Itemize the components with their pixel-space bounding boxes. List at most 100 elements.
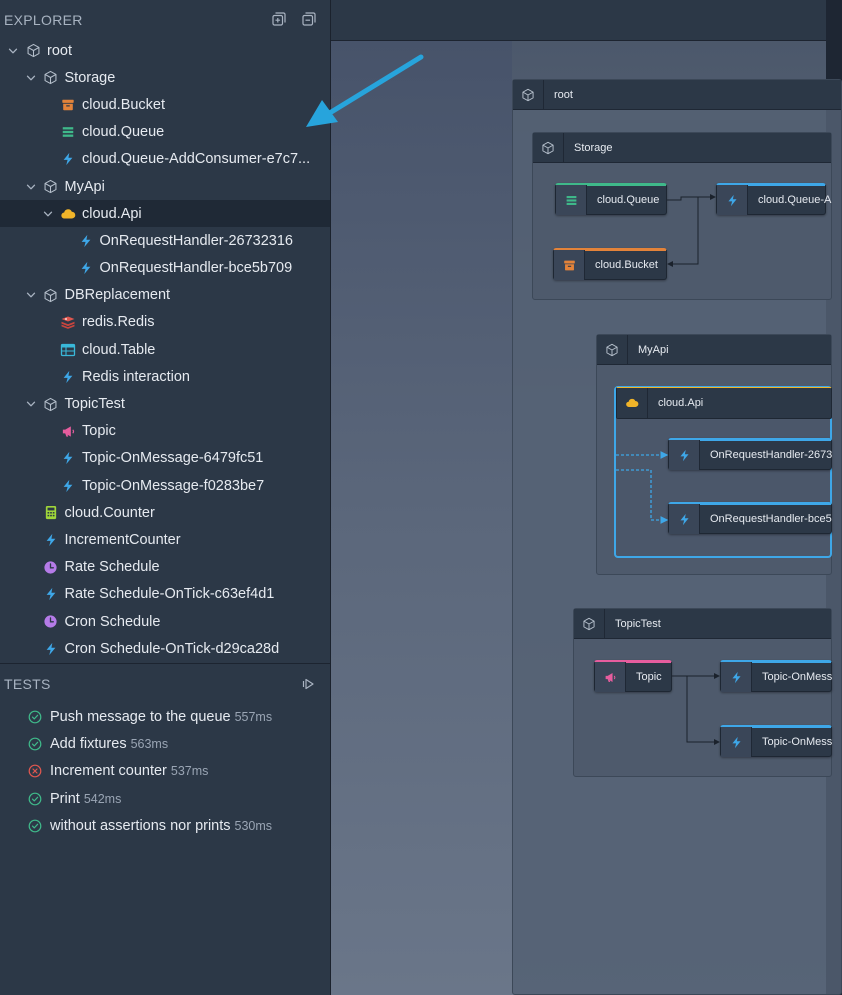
tree-item[interactable]: TopicTest: [0, 390, 330, 417]
handler-node-2[interactable]: OnRequestHandler-bce5: [668, 502, 832, 534]
cube-icon: [513, 79, 544, 110]
root-group-label: root: [554, 88, 573, 101]
test-duration: 530ms: [234, 818, 273, 833]
run-all-tests-icon[interactable]: [302, 677, 316, 691]
api-icon: [60, 206, 76, 222]
tree-item-label: cloud.Queue: [82, 124, 165, 141]
function-icon: [43, 641, 59, 657]
collapse-all-icon[interactable]: [302, 12, 316, 26]
chevron-down-icon[interactable]: [23, 70, 39, 86]
cube-icon: [43, 396, 59, 412]
tree-item[interactable]: cloud.Api: [0, 200, 330, 228]
storage-group-header[interactable]: Storage: [533, 132, 831, 163]
tests-header: TESTS: [0, 664, 330, 704]
tree-item-label: root: [47, 42, 72, 59]
topic-message-node-1-label: Topic-OnMess: [762, 671, 833, 683]
tree-item[interactable]: DBReplacement: [0, 282, 330, 309]
tree-item[interactable]: Cron Schedule-OnTick-d29ca28d: [0, 635, 330, 662]
consumer-node[interactable]: cloud.Queue-A: [716, 183, 831, 215]
topic-node-label: Topic: [636, 671, 662, 683]
handler-node-1[interactable]: OnRequestHandler-2673: [668, 438, 832, 470]
chevron-down-icon[interactable]: [23, 287, 39, 303]
tree-item-label: IncrementCounter: [64, 531, 181, 548]
storage-group-label: Storage: [574, 141, 613, 154]
tree-item-label: Topic-OnMessage-6479fc51: [82, 450, 264, 467]
tree-item[interactable]: MyApi: [0, 173, 330, 200]
schedule-icon: [43, 614, 59, 630]
tree-item-label: cloud.Counter: [64, 504, 155, 521]
consumer-node-label: cloud.Queue-A: [758, 194, 832, 206]
tree-item[interactable]: OnRequestHandler-bce5b709: [0, 255, 330, 282]
tree-item[interactable]: Redis interaction: [0, 363, 330, 390]
bucket-node-label: cloud.Bucket: [595, 259, 658, 271]
tree-item[interactable]: OnRequestHandler-26732316: [0, 227, 330, 254]
test-name: without assertions nor prints: [50, 817, 231, 834]
tree-item[interactable]: cloud.Queue-AddConsumer-e7c7...: [0, 146, 330, 173]
tree-item[interactable]: Topic: [0, 418, 330, 445]
tree-item-label: redis.Redis: [82, 314, 155, 331]
tree-item-label: TopicTest: [64, 396, 125, 413]
tree-item[interactable]: Storage: [0, 64, 330, 91]
tree-item[interactable]: Topic-OnMessage-f0283be7: [0, 472, 330, 499]
tree-item[interactable]: IncrementCounter: [0, 526, 330, 553]
tree-item-label: Storage: [64, 69, 116, 86]
topictest-group-label: TopicTest: [615, 617, 661, 630]
myapi-group-header[interactable]: MyApi: [597, 334, 831, 365]
test-name: Increment counter: [50, 763, 167, 780]
topic-message-node-2-label: Topic-OnMess: [762, 736, 833, 748]
tree-item-label: Topic-OnMessage-f0283be7: [82, 477, 265, 494]
tree-item[interactable]: cloud.Bucket: [0, 91, 330, 118]
topic-node[interactable]: Topic: [594, 660, 672, 692]
function-icon: [669, 504, 700, 534]
topictest-group-header[interactable]: TopicTest: [574, 608, 831, 639]
connection-wires: [616, 194, 720, 745]
check-circle-icon: [28, 737, 42, 751]
tree-item[interactable]: cloud.Table: [0, 336, 330, 363]
bucket-icon: [554, 250, 585, 280]
topic-message-node-2[interactable]: Topic-OnMess: [720, 725, 832, 757]
map-canvas[interactable]: root Storage cloud.Queue cloud.Queue-A c…: [331, 0, 842, 995]
tree-item-label: Redis interaction: [82, 368, 190, 385]
expand-all-icon[interactable]: [272, 12, 286, 26]
function-icon: [721, 727, 752, 757]
api-node-label: cloud.Api: [658, 397, 704, 409]
topic-message-node-1[interactable]: Topic-OnMess: [720, 660, 832, 692]
x-circle-icon: [28, 764, 42, 778]
tests-title: TESTS: [4, 676, 51, 692]
schedule-icon: [43, 559, 59, 575]
test-duration: 537ms: [170, 764, 209, 779]
root-group-header[interactable]: root: [513, 79, 841, 110]
tree-item[interactable]: redis.Redis: [0, 309, 330, 336]
tree-item[interactable]: Topic-OnMessage-6479fc51: [0, 445, 330, 472]
queue-node[interactable]: cloud.Queue: [555, 183, 667, 215]
chevron-down-icon[interactable]: [40, 206, 56, 222]
cube-icon: [43, 179, 59, 195]
function-icon: [60, 151, 76, 167]
tree-item[interactable]: cloud.Queue: [0, 119, 330, 146]
handler-node-2-label: OnRequestHandler-bce5: [710, 513, 832, 525]
tree-item-label: OnRequestHandler-26732316: [99, 232, 293, 249]
tree-item[interactable]: cloud.Counter: [0, 499, 330, 526]
tree-item[interactable]: Rate Schedule: [0, 554, 330, 581]
myapi-group-label: MyApi: [638, 343, 669, 356]
canvas-side-pane: [331, 41, 512, 995]
bucket-node[interactable]: cloud.Bucket: [553, 248, 667, 280]
tree-item[interactable]: Rate Schedule-OnTick-c63ef4d1: [0, 581, 330, 608]
chevron-down-icon[interactable]: [5, 43, 21, 59]
tree-item[interactable]: root: [0, 37, 330, 64]
chevron-down-icon[interactable]: [23, 179, 39, 195]
function-icon: [60, 369, 76, 385]
api-node[interactable]: cloud.Api: [616, 387, 832, 419]
tree-item-label: cloud.Queue-AddConsumer-e7c7...: [82, 151, 311, 168]
function-icon: [43, 586, 59, 602]
tree-item[interactable]: Cron Schedule: [0, 608, 330, 635]
chevron-down-icon[interactable]: [23, 396, 39, 412]
tree-item-label: Rate Schedule: [64, 559, 160, 576]
